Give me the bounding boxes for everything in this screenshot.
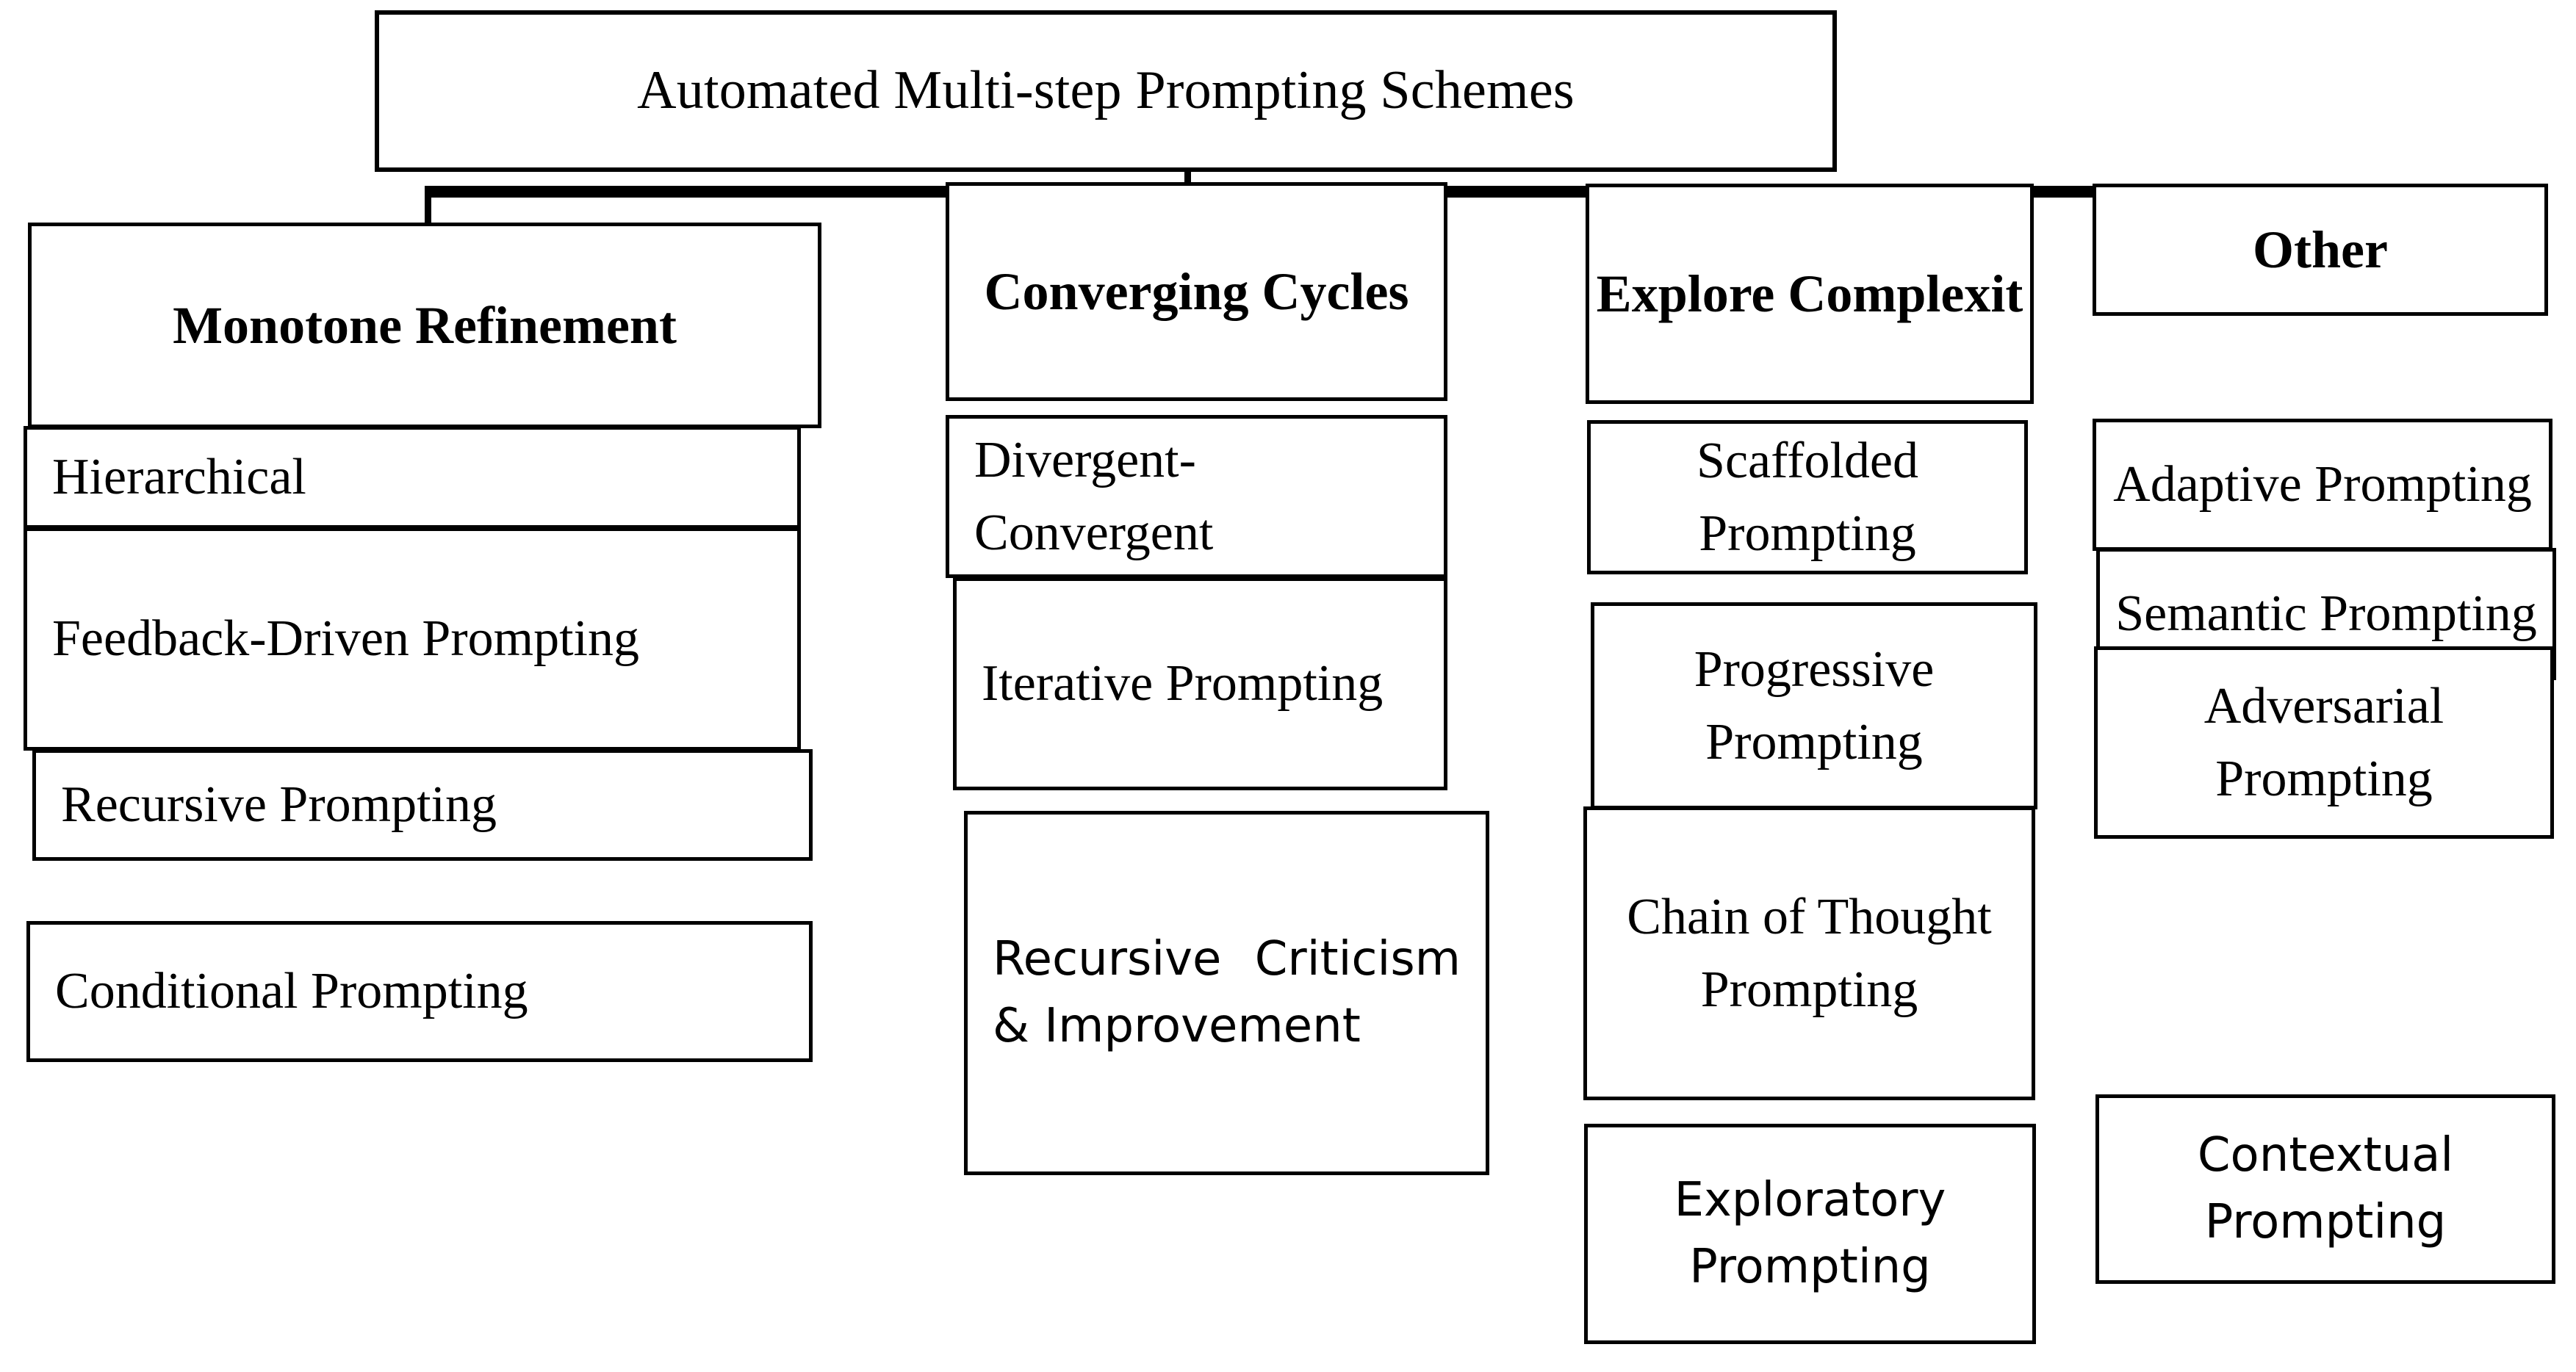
leaf-node-adaptive-prompting[interactable]: Adaptive Prompting [2093, 419, 2552, 551]
category-node-label: Monotone Refinement [173, 295, 677, 355]
leaf-node-label: Hierarchical [52, 449, 306, 506]
leaf-node-progressive-prompting[interactable]: Progressive Prompting [1591, 602, 2037, 809]
leaf-node-divergent-convergent[interactable]: Divergent-Convergent [946, 415, 1447, 578]
leaf-node-scaffolded-prompting[interactable]: Scaffolded Prompting [1587, 420, 2028, 574]
leaf-node-hierarchical[interactable]: Hierarchical [24, 426, 801, 529]
leaf-node-label: Chain of Thought Prompting [1627, 888, 1992, 1018]
leaf-node-label: Semantic Prompting [2115, 585, 2537, 643]
connector-drop-branch-1 [425, 186, 431, 226]
category-node-label: Explore Complexit [1596, 264, 2023, 323]
category-node-explore-complexit[interactable]: Explore Complexit [1586, 184, 2034, 404]
leaf-node-adversarial-prompting[interactable]: Adversarial Prompting [2094, 646, 2554, 839]
leaf-node-label: Conditional Prompting [55, 963, 528, 1020]
leaf-node-feedback-driven-prompting[interactable]: Feedback-Driven Prompting [24, 527, 801, 751]
leaf-node-label: Divergent-Convergent [974, 431, 1214, 561]
category-node-converging-cycles[interactable]: Converging Cycles [946, 182, 1447, 401]
category-node-other[interactable]: Other [2093, 184, 2548, 316]
leaf-node-recursive-prompting[interactable]: Recursive Prompting [32, 749, 813, 861]
leaf-node-label: Recursive Criticism & Improvement [993, 932, 1461, 1053]
leaf-node-label: Contextual Prompting [2197, 1128, 2454, 1249]
leaf-node-label: Adversarial Prompting [2203, 677, 2444, 807]
leaf-node-conditional-prompting[interactable]: Conditional Prompting [26, 921, 813, 1062]
leaf-node-label: Exploratory Prompting [1674, 1173, 1946, 1294]
leaf-node-exploratory-prompting[interactable]: Exploratory Prompting [1584, 1124, 2036, 1344]
leaf-node-label: Adaptive Prompting [2113, 456, 2532, 513]
category-node-monotone-refinement[interactable]: Monotone Refinement [28, 223, 821, 428]
leaf-node-label: Feedback-Driven Prompting [52, 610, 639, 668]
root-node-label: Automated Multi-step Prompting Schemes [637, 60, 1575, 121]
category-node-label: Converging Cycles [984, 261, 1409, 321]
leaf-node-recursive-criticism-and-improvement[interactable]: Recursive Criticism & Improvement [964, 811, 1489, 1175]
leaf-node-label: Progressive Prompting [1694, 640, 1935, 770]
root-node-automated-multi-step-prompting-schemes[interactable]: Automated Multi-step Prompting Schemes [375, 10, 1837, 172]
leaf-node-contextual-prompting[interactable]: Contextual Prompting [2095, 1094, 2555, 1284]
category-node-label: Other [2253, 220, 2388, 279]
leaf-node-iterative-prompting[interactable]: Iterative Prompting [953, 577, 1447, 790]
leaf-node-label: Iterative Prompting [982, 655, 1384, 712]
leaf-node-chain-of-thought-prompting[interactable]: Chain of Thought Prompting [1583, 806, 2035, 1100]
leaf-node-label: Scaffolded Prompting [1697, 432, 1918, 562]
leaf-node-label: Recursive Prompting [61, 776, 497, 834]
